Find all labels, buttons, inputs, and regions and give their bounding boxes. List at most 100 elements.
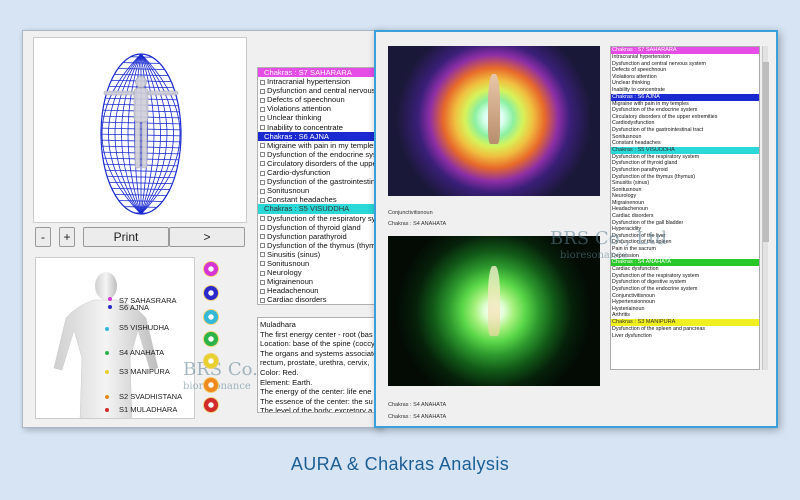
symptom-item[interactable]: Dysfunction of the endocrine system <box>611 107 759 114</box>
zoom-in-button[interactable]: + <box>59 227 75 247</box>
symptom-item[interactable]: Dysfunction and central nervous syst <box>258 86 382 95</box>
symptom-item[interactable]: Dysfunction of the respiratory system <box>258 214 382 223</box>
symptom-item[interactable]: Dysfunction of the liver <box>611 233 759 240</box>
next-button[interactable]: > <box>169 227 245 247</box>
symptom-item[interactable]: Cardiac disorders <box>611 213 759 220</box>
symptom-checkbox[interactable] <box>260 106 265 112</box>
symptom-checkbox[interactable] <box>260 161 265 167</box>
symptom-item[interactable]: Neurology <box>258 268 382 277</box>
symptom-item[interactable]: Constant headaches <box>258 195 382 204</box>
chakra-symbol-icon[interactable] <box>203 261 219 277</box>
chakra-point[interactable] <box>105 370 109 374</box>
symptom-item[interactable]: Cardiodysfunction <box>611 120 759 127</box>
symptom-item[interactable]: Depression <box>611 253 759 260</box>
chakra-symbol-icon[interactable] <box>203 397 219 413</box>
symptom-checkbox[interactable] <box>260 188 265 194</box>
symptom-item[interactable]: Dysfunction of the gall bladder <box>611 220 759 227</box>
symptom-item[interactable]: Cardio-dysfunction <box>258 168 382 177</box>
symptom-checkbox[interactable] <box>260 88 265 94</box>
symptom-checkbox[interactable] <box>260 270 265 276</box>
symptom-item[interactable]: Headachenoun <box>258 286 382 295</box>
symptom-checkbox[interactable] <box>260 170 265 176</box>
symptom-item[interactable]: Intracranial hypertension <box>258 77 382 86</box>
symptom-checkbox[interactable] <box>260 288 265 294</box>
symptom-item[interactable]: Dysfunction of the endocrine system <box>611 286 759 293</box>
symptom-item[interactable]: Dysfunction of thyroid gland <box>611 160 759 167</box>
symptom-item[interactable]: Unclear thinking <box>611 80 759 87</box>
zoom-out-button[interactable]: - <box>35 227 51 247</box>
symptom-item[interactable]: Hypertensionnoun <box>611 299 759 306</box>
symptom-item[interactable]: Cardiac dysfunction <box>611 266 759 273</box>
symptom-item[interactable]: Violations attention <box>611 74 759 81</box>
symptom-checkbox[interactable] <box>260 234 265 240</box>
chakra-point[interactable] <box>108 297 112 301</box>
symptom-item[interactable]: Sonitusnoun <box>611 187 759 194</box>
symptom-item[interactable]: Dysfunction of the gastrointestinal tra <box>258 177 382 186</box>
symptom-item[interactable]: Inability to concentrate <box>611 87 759 94</box>
symptom-checkbox[interactable] <box>260 143 265 149</box>
symptom-checkbox[interactable] <box>260 179 265 185</box>
symptom-item[interactable]: Dysfunction of the spleen and pancreas <box>611 326 759 333</box>
symptom-checkbox[interactable] <box>260 252 265 258</box>
symptom-checkbox[interactable] <box>260 197 265 203</box>
symptom-item[interactable]: Migraine with pain in my temples <box>258 141 382 150</box>
symptom-item[interactable]: Sonitusnoun <box>258 186 382 195</box>
symptom-checkbox[interactable] <box>260 152 265 158</box>
symptom-checkbox[interactable] <box>260 243 265 249</box>
symptom-checkbox[interactable] <box>260 79 265 85</box>
symptom-item[interactable]: Dysfunction of digestive system <box>611 279 759 286</box>
symptom-checkbox[interactable] <box>260 261 265 267</box>
symptom-item[interactable]: Cardiac disorders <box>258 295 382 304</box>
symptom-checkbox[interactable] <box>260 115 265 121</box>
symptom-item[interactable]: Migraine with pain in my temples <box>611 101 759 108</box>
chakra-symbol-icon[interactable] <box>203 309 219 325</box>
symptom-checkbox[interactable] <box>260 225 265 231</box>
symptom-item[interactable]: Migrainenoun <box>611 200 759 207</box>
symptom-checkbox[interactable] <box>260 216 265 221</box>
symptom-item[interactable]: Dysfunction of the thymus (thymus) <box>611 174 759 181</box>
symptom-item[interactable]: Dysfunction parathyroid <box>258 232 382 241</box>
symptom-item[interactable]: Dysfunction of the respiratory system <box>611 154 759 161</box>
symptom-item[interactable]: Sonitusnoun <box>611 134 759 141</box>
symptom-item[interactable]: Sonitusnoun <box>258 259 382 268</box>
symptom-item[interactable]: Dysfunction of the gastrointestinal trac… <box>611 127 759 134</box>
symptom-item[interactable]: Circulatory disorders of the upper ext <box>258 159 382 168</box>
symptom-item[interactable]: Dysfunction of the spleen <box>611 239 759 246</box>
symptom-item[interactable]: Unclear thinking <box>258 113 382 122</box>
symptom-item[interactable]: Hyperacidity <box>611 226 759 233</box>
symptom-item[interactable]: Pain in the sacrum <box>611 246 759 253</box>
symptom-item[interactable]: Defects of speechnoun <box>258 95 382 104</box>
symptom-item[interactable]: Dysfunction of the respiratory system <box>611 273 759 280</box>
symptom-item[interactable]: Circulatory disorders of the upper extre… <box>611 114 759 121</box>
symptom-item[interactable]: Sinusitis (sinus) <box>611 180 759 187</box>
symptom-item[interactable]: Dysfunction parathyroid <box>611 167 759 174</box>
symptom-item[interactable]: Arthritis <box>611 312 759 319</box>
chakra-point[interactable] <box>105 395 109 399</box>
symptom-item[interactable]: Sinusitis (sinus) <box>258 250 382 259</box>
print-button[interactable]: Print <box>83 227 169 247</box>
symptom-checkbox[interactable] <box>260 279 265 285</box>
report-scroll-thumb[interactable] <box>763 62 769 242</box>
symptom-item[interactable]: Inability to concentrate <box>258 123 382 132</box>
symptom-checkbox[interactable] <box>260 125 265 131</box>
symptom-item[interactable]: Dysfunction and central nervous system <box>611 61 759 68</box>
symptom-item[interactable]: Liver dysfunction <box>611 333 759 340</box>
symptom-item[interactable]: Dysfunction of the endocrine system <box>258 150 382 159</box>
chakra-symbol-icon[interactable] <box>203 353 219 369</box>
chakra-symbol-icon[interactable] <box>203 377 219 393</box>
symptom-item[interactable]: Hysteriainoun <box>611 306 759 313</box>
symptom-item[interactable]: Dysfunction of the thymus (thymus) <box>258 241 382 250</box>
chakra-symbol-icon[interactable] <box>203 285 219 301</box>
symptom-item[interactable]: Headachenoun <box>611 206 759 213</box>
symptom-item[interactable]: Dysfunction of thyroid gland <box>258 223 382 232</box>
symptom-item[interactable]: Constant headaches <box>611 140 759 147</box>
symptom-checkbox[interactable] <box>260 297 265 303</box>
chakra-point[interactable] <box>105 408 109 412</box>
symptom-item[interactable]: Conjunctivitisnoun <box>611 293 759 300</box>
symptom-item[interactable]: Migrainenoun <box>258 277 382 286</box>
symptom-item[interactable]: Violations attention <box>258 104 382 113</box>
report-scrollbar[interactable] <box>762 46 769 370</box>
